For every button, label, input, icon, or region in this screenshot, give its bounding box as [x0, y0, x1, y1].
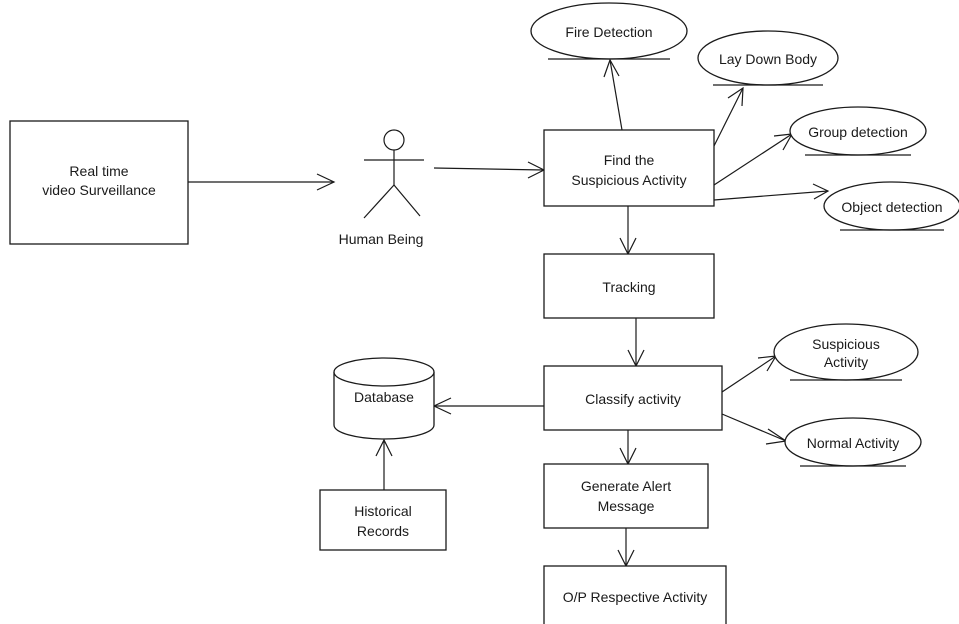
node-object-detection: Object detection: [823, 181, 959, 231]
edge-find-to-tracking: [619, 206, 637, 256]
fire-detection-label: Fire Detection: [565, 24, 652, 40]
edge-find-to-object: [713, 183, 830, 201]
edges: [188, 58, 830, 568]
node-output-activity: O/P Respective Activity: [543, 565, 727, 624]
human-being-label: Human Being: [339, 231, 424, 247]
edge-tracking-to-classify: [627, 318, 645, 368]
historical-line-1: Historical: [354, 503, 412, 519]
edge-realtime-to-human: [188, 173, 336, 191]
node-group-detection: Group detection: [789, 106, 927, 156]
node-tracking: Tracking: [543, 253, 715, 319]
alert-line-2: Message: [598, 498, 655, 514]
node-realtime-surveillance: Real time video Surveillance: [9, 120, 189, 245]
actor-icon: [363, 129, 424, 219]
node-historical-records: Historical Records: [319, 489, 447, 551]
node-normal-activity: Normal Activity: [784, 417, 922, 467]
classify-activity-label: Classify activity: [585, 391, 681, 407]
database-label: Database: [354, 389, 414, 405]
realtime-line-1: Real time: [69, 163, 128, 179]
node-lay-down-body: Lay Down Body: [697, 30, 839, 86]
lay-down-body-label: Lay Down Body: [719, 51, 817, 67]
node-find-suspicious: Find the Suspicious Activity: [543, 129, 715, 207]
edge-classify-to-database: [432, 397, 544, 415]
node-database: Database: [333, 357, 435, 440]
edge-classify-to-suspicious: [721, 355, 778, 393]
alert-line-1: Generate Alert: [581, 478, 671, 494]
suspicious-line-2: Activity: [824, 354, 868, 370]
historical-line-2: Records: [357, 523, 409, 539]
edge-find-to-laydown: [713, 86, 744, 147]
edge-historical-to-database: [375, 438, 393, 490]
suspicious-line-1: Suspicious: [812, 336, 880, 352]
node-generate-alert: Generate Alert Message: [543, 463, 709, 529]
normal-activity-label: Normal Activity: [807, 435, 900, 451]
find-line-1: Find the: [604, 152, 655, 168]
group-detection-label: Group detection: [808, 124, 908, 140]
object-detection-label: Object detection: [841, 199, 942, 215]
node-classify-activity: Classify activity: [543, 365, 723, 431]
edge-classify-to-normal: [721, 413, 788, 445]
edge-classify-to-alert: [619, 430, 637, 466]
find-line-2: Suspicious Activity: [571, 172, 686, 188]
tracking-label: Tracking: [602, 279, 655, 295]
edge-find-to-fire: [603, 58, 623, 131]
node-fire-detection: Fire Detection: [530, 2, 688, 60]
edge-human-to-find: [433, 161, 546, 179]
output-activity-label: O/P Respective Activity: [563, 589, 707, 605]
realtime-line-2: video Surveillance: [42, 182, 156, 198]
node-human-being: Human Being: [339, 129, 424, 247]
edge-alert-to-output: [617, 528, 635, 568]
node-suspicious-activity: Suspicious Activity: [773, 323, 919, 381]
edge-find-to-group: [713, 133, 794, 186]
